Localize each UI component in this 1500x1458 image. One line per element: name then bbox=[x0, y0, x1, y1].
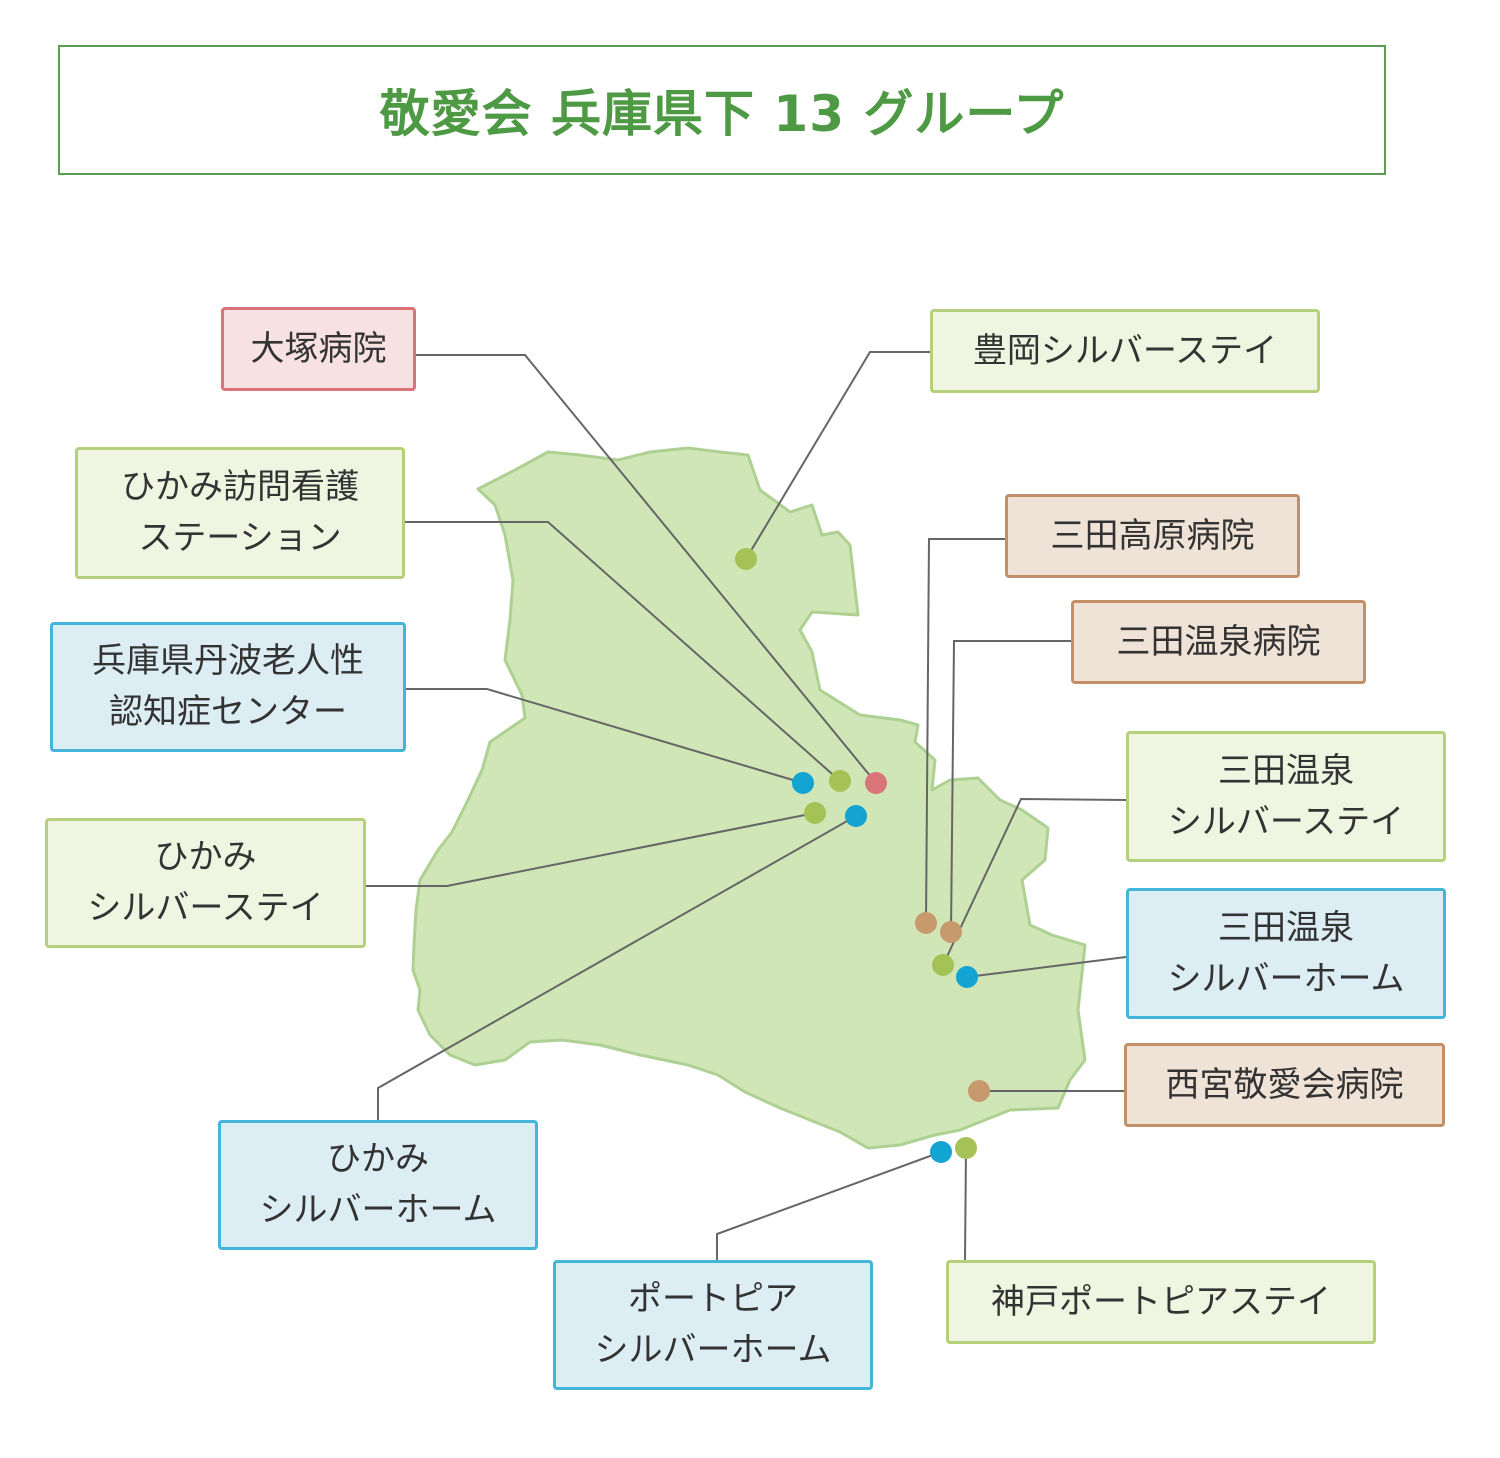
label-line: シルバーホーム bbox=[594, 1330, 832, 1370]
label-line: シルバーステイ bbox=[1167, 801, 1405, 842]
label-sanda-onsen-silver-stay: 三田温泉シルバーステイ bbox=[1126, 731, 1446, 862]
label-line: 三田温泉 bbox=[1218, 907, 1354, 948]
label-hikami-silver-home: ひかみシルバーホーム bbox=[218, 1120, 538, 1250]
leader-line-sanda-kogen bbox=[925, 538, 1005, 924]
facility-dot-sanda-kogen bbox=[915, 912, 937, 934]
leader-line-hikami-stay bbox=[366, 812, 816, 887]
leader-line-portopia-home bbox=[716, 1151, 942, 1260]
label-line: ステーション bbox=[138, 518, 342, 558]
label-sanda-kogen-hospital: 三田高原病院 bbox=[1005, 494, 1300, 578]
label-line: 三田高原病院 bbox=[1050, 515, 1255, 556]
label-portopia-silver-home: ポートピアシルバーホーム bbox=[553, 1260, 873, 1390]
leader-line-sanda-onsen-hp bbox=[950, 640, 1071, 933]
facility-dot-kobe-portopia bbox=[955, 1137, 977, 1159]
label-hikami-nursing-station: ひかみ訪問看護ステーション bbox=[75, 447, 405, 579]
leader-line-hikami-nursing bbox=[405, 521, 841, 782]
facility-dot-hikami-home bbox=[845, 805, 867, 827]
facility-dot-sanda-onsen-stay bbox=[932, 954, 954, 976]
facility-dot-portopia-home bbox=[930, 1141, 952, 1163]
label-sanda-onsen-hospital: 三田温泉病院 bbox=[1071, 600, 1366, 684]
facility-dot-nishinomiya bbox=[968, 1080, 990, 1102]
label-line: ポートピア bbox=[628, 1279, 798, 1319]
facility-dot-sanda-onsen-hp bbox=[940, 921, 962, 943]
leader-line-toyooka bbox=[745, 351, 930, 560]
facility-dot-sanda-onsen-home bbox=[956, 966, 978, 988]
leader-line-otsuka bbox=[416, 354, 877, 784]
title-box: 敬愛会 兵庫県下 13 グループ bbox=[58, 45, 1386, 175]
label-line: 認知症センター bbox=[109, 692, 347, 732]
label-kobe-portopia-stay: 神戸ポートピアステイ bbox=[946, 1260, 1376, 1344]
label-line: ひかみ訪問看護 bbox=[121, 467, 359, 507]
label-line: 神戸ポートピアステイ bbox=[991, 1281, 1331, 1322]
label-nishinomiya-keiaikai-hospital: 西宮敬愛会病院 bbox=[1124, 1043, 1445, 1127]
label-line: 大塚病院 bbox=[250, 328, 387, 369]
leader-line-hikami-home bbox=[377, 815, 857, 1120]
label-line: シルバーホーム bbox=[1167, 958, 1405, 999]
label-line: ひかみ bbox=[154, 837, 257, 877]
facility-dot-hikami-stay bbox=[804, 802, 826, 824]
facility-dots bbox=[735, 548, 990, 1163]
label-tamba-dementia-center: 兵庫県丹波老人性認知症センター bbox=[50, 622, 406, 752]
label-toyooka-silver-stay: 豊岡シルバーステイ bbox=[930, 309, 1320, 393]
leader-line-kobe-portopia bbox=[964, 1147, 967, 1261]
facility-dot-toyooka bbox=[735, 548, 757, 570]
leader-line-tamba-center bbox=[406, 688, 804, 784]
label-line: 西宮敬愛会病院 bbox=[1165, 1064, 1404, 1105]
leader-line-sanda-onsen-home bbox=[966, 956, 1127, 978]
leader-lines bbox=[366, 351, 1127, 1261]
facility-dot-tamba-center bbox=[792, 772, 814, 794]
label-line: 三田温泉 bbox=[1218, 750, 1354, 791]
facility-dot-otsuka bbox=[865, 772, 887, 794]
page-title: 敬愛会 兵庫県下 13 グループ bbox=[379, 85, 1065, 143]
label-otsuka-hospital: 大塚病院 bbox=[221, 307, 416, 391]
label-line: 豊岡シルバーステイ bbox=[972, 330, 1278, 371]
label-line: ひかみ bbox=[327, 1139, 429, 1179]
label-line: シルバーホーム bbox=[259, 1190, 497, 1230]
leader-line-sanda-onsen-stay bbox=[942, 797, 1127, 966]
facility-dot-hikami-nursing bbox=[829, 770, 851, 792]
label-sanda-onsen-silver-home: 三田温泉シルバーホーム bbox=[1126, 888, 1446, 1019]
label-line: 兵庫県丹波老人性 bbox=[92, 641, 364, 681]
label-line: シルバーステイ bbox=[87, 888, 324, 928]
label-hikami-silver-stay: ひかみシルバーステイ bbox=[45, 818, 366, 948]
label-line: 三田温泉病院 bbox=[1116, 621, 1321, 662]
